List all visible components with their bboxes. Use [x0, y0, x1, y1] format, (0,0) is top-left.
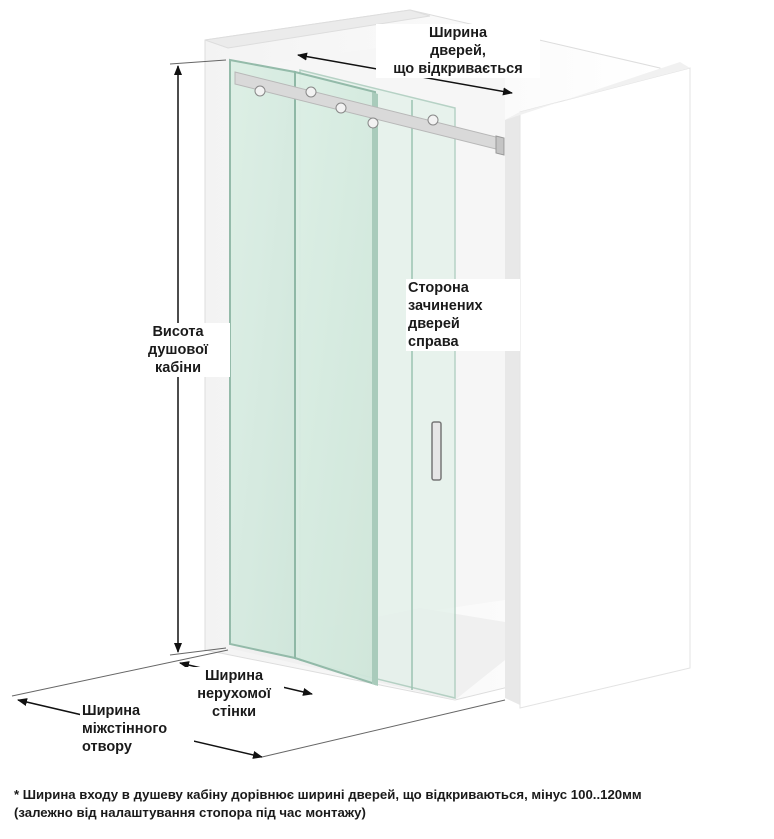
- closed-side-label: Сторона зачинених дверей справа: [406, 279, 520, 351]
- cabin-height-line-2: душової: [147, 342, 209, 358]
- roller-4: [367, 117, 379, 129]
- cabin-height-line-1: Висота: [152, 324, 204, 340]
- closed-side-line-2: зачинених: [408, 298, 483, 314]
- footnote-line-1: * Ширина входу в душеву кабіну дорівнює …: [14, 787, 642, 802]
- right-wall-side: [505, 112, 520, 705]
- opening-ext-left: [11, 649, 229, 697]
- sliding-door-edge: [372, 92, 378, 686]
- rail-end-bracket: [495, 135, 505, 156]
- opening-width-line-3: отвору: [82, 739, 132, 755]
- footnote: * Ширина входу в душеву кабіну дорівнює …: [14, 786, 770, 822]
- right-wall-front: [519, 67, 691, 709]
- door-width-label: Ширина дверей, що відкривається: [376, 24, 540, 78]
- opening-ext-right: [261, 699, 506, 758]
- height-ext-top: [169, 59, 227, 65]
- sliding-door-panel: [294, 70, 376, 686]
- cabin-height-line-3: кабіни: [155, 360, 201, 376]
- opening-width-line-1: Ширина: [82, 703, 141, 719]
- opening-width-line-2: міжстінного: [82, 721, 168, 737]
- height-ext-bottom: [169, 647, 227, 656]
- left-wall-top: [204, 9, 431, 49]
- fixed-wall-line-2: нерухомої: [197, 686, 271, 702]
- fixed-wall-line-3: стінки: [211, 704, 257, 720]
- fixed-glass-panel: [229, 58, 296, 660]
- roller-3: [335, 102, 347, 114]
- opening-width-label: Ширина міжстінного отвору: [80, 702, 194, 756]
- cabin-height-label: Висота душової кабіни: [126, 323, 230, 377]
- roller-5: [427, 114, 439, 126]
- door-width-line-1: Ширина: [428, 25, 488, 41]
- closed-side-line-3: дверей: [408, 316, 460, 332]
- roller-2: [305, 86, 317, 98]
- fixed-wall-line-1: Ширина: [204, 668, 264, 684]
- roller-1: [254, 85, 266, 97]
- right-wall-top: [505, 62, 690, 120]
- door-handle: [431, 421, 442, 481]
- closed-side-line-4: справа: [408, 334, 459, 350]
- closed-side-line-1: Сторона: [408, 280, 469, 296]
- door-width-line-3: що відкривається: [393, 61, 523, 77]
- footnote-line-2: (залежно від налаштування стопора під ча…: [14, 805, 366, 820]
- fixed-wall-width-label: Ширина нерухомої стінки: [184, 667, 284, 721]
- door-width-line-2: дверей,: [430, 43, 486, 59]
